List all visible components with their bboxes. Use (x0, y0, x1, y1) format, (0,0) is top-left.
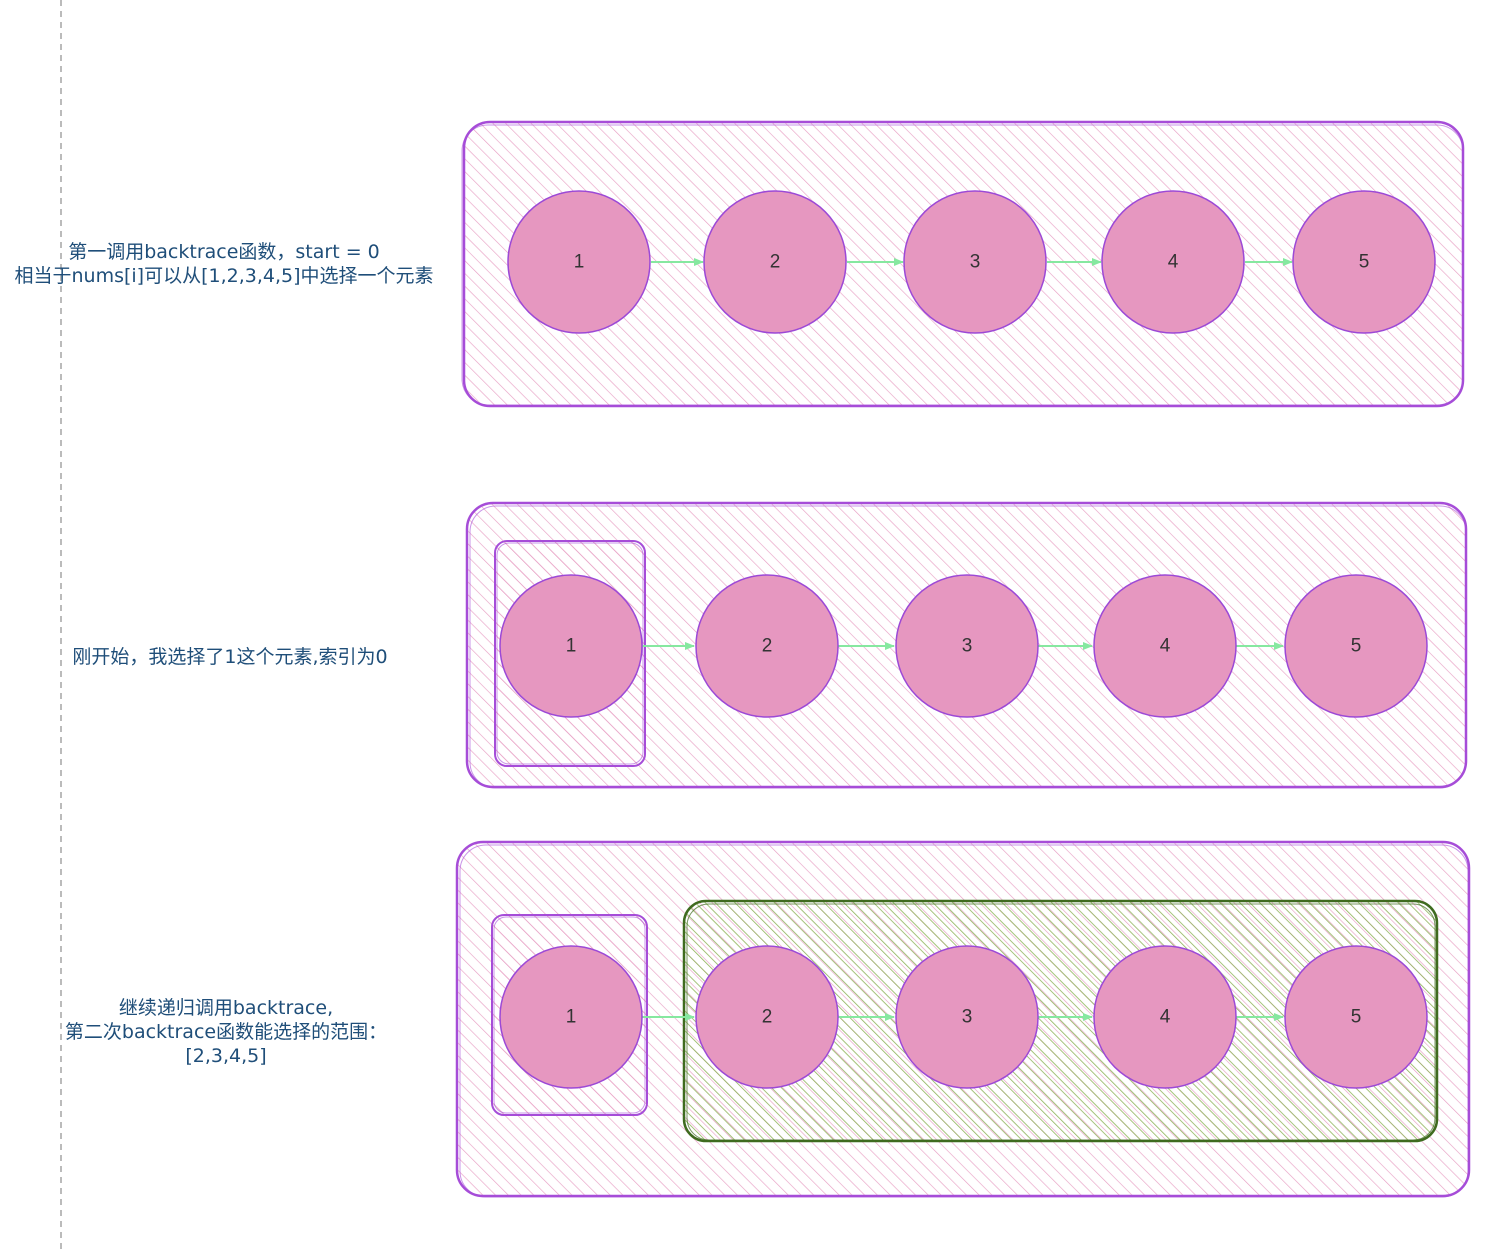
panel-3-node-5: 5 (1284, 945, 1428, 1089)
panel-1-node-4: 4 (1101, 190, 1245, 334)
node-label: 4 (1168, 252, 1179, 273)
panel-2-node-4: 4 (1093, 574, 1237, 718)
panel-3-node-2: 2 (695, 945, 839, 1089)
remaining-range-box (682, 899, 1439, 1143)
node-label: 3 (962, 636, 973, 657)
node-label: 3 (962, 1007, 973, 1028)
panel-2-node-1: 1 (499, 574, 643, 718)
panel-3-node-1: 1 (499, 945, 643, 1089)
node-label: 4 (1160, 1007, 1171, 1028)
panel-1-node-5: 5 (1292, 190, 1436, 334)
node-label: 1 (574, 252, 585, 273)
caption-line: 相当于nums[i]可以从[1,2,3,4,5]中选择一个元素 (14, 265, 434, 287)
panel-1-node-3: 3 (903, 190, 1047, 334)
caption-panel-2: 刚开始，我选择了1这个元素,索引为0 (0, 645, 460, 669)
node-label: 5 (1351, 636, 1362, 657)
panel-3-node-4: 4 (1093, 945, 1237, 1089)
node-label: 2 (762, 636, 773, 657)
panel-3-node-3: 3 (895, 945, 1039, 1089)
panel-3: 1 2 3 4 5 (455, 840, 1471, 1198)
panel-2-node-3: 3 (895, 574, 1039, 718)
node-label: 4 (1160, 636, 1171, 657)
panel-1-node-2: 2 (703, 190, 847, 334)
caption-line: 刚开始，我选择了1这个元素,索引为0 (72, 646, 388, 668)
caption-panel-1: 第一调用backtrace函数，start = 0 相当于nums[i]可以从[… (0, 240, 448, 288)
caption-line: [2,3,4,5] (185, 1045, 267, 1067)
panel-2-node-2: 2 (695, 574, 839, 718)
caption-line: 继续递归调用backtrace, (118, 997, 334, 1019)
panel-1-node-1: 1 (507, 190, 651, 334)
panel-2-node-5: 5 (1284, 574, 1428, 718)
node-label: 2 (762, 1007, 773, 1028)
node-label: 5 (1359, 252, 1370, 273)
panel-2: 1 2 3 4 5 (465, 501, 1468, 789)
panel-1: 1 2 3 4 5 (461, 120, 1465, 408)
node-label: 3 (970, 252, 981, 273)
caption-line: 第一调用backtrace函数，start = 0 (68, 241, 380, 263)
node-label: 1 (566, 636, 577, 657)
node-label: 5 (1351, 1007, 1362, 1028)
caption-panel-3: 继续递归调用backtrace, 第二次backtrace函数能选择的范围： [… (0, 996, 452, 1068)
node-label: 1 (566, 1007, 577, 1028)
caption-line: 第二次backtrace函数能选择的范围： (64, 1021, 388, 1043)
node-label: 2 (770, 252, 781, 273)
